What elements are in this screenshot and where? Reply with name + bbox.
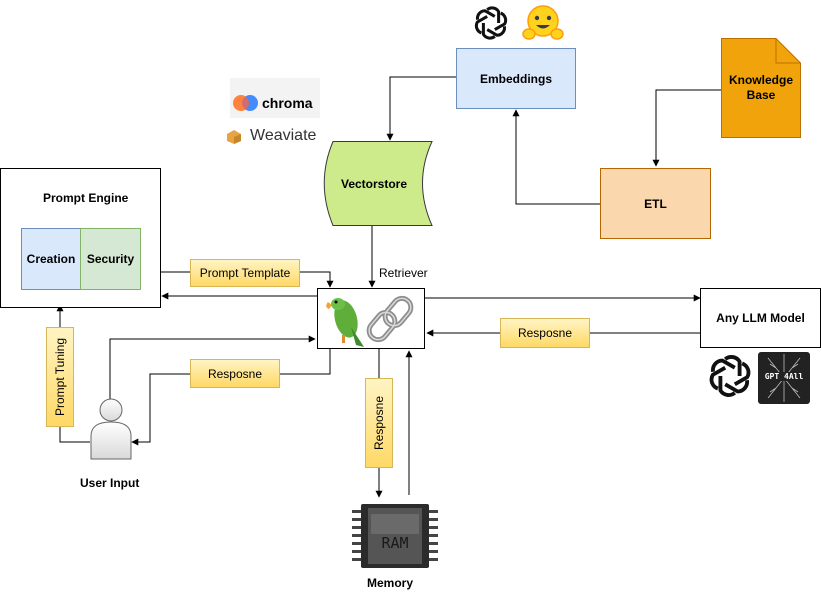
openai-logo-2-icon bbox=[709, 355, 751, 397]
edge-center-user bbox=[131, 349, 331, 446]
user-input-label: User Input bbox=[80, 476, 140, 490]
gpt4all-text: GPT 4All bbox=[758, 372, 810, 381]
memory-node: RAM bbox=[352, 500, 438, 570]
edge-embeddings-vectorstore bbox=[386, 76, 456, 141]
edge-etl-embeddings bbox=[512, 109, 600, 205]
embeddings-node: Embeddings bbox=[456, 48, 576, 109]
langchain-node bbox=[317, 288, 425, 349]
creation-label: Creation bbox=[26, 252, 76, 266]
prompt-template-label: Prompt Template bbox=[190, 259, 300, 287]
vectorstore-shape bbox=[323, 141, 433, 226]
weaviate-text: Weaviate bbox=[250, 127, 317, 144]
memory-label: Memory bbox=[367, 576, 414, 590]
openai-logo-icon bbox=[474, 6, 508, 40]
hugging-face-icon bbox=[522, 5, 564, 40]
retriever-label: Retriever bbox=[379, 266, 428, 280]
vectorstore-label: Vectorstore bbox=[340, 176, 408, 191]
creation-box: Creation bbox=[21, 228, 81, 290]
security-box: Security bbox=[80, 228, 141, 290]
knowledge-base-node: Knowledge Base bbox=[721, 38, 801, 138]
chroma-text: chroma bbox=[262, 95, 313, 111]
prompt-engine-node: Prompt Engine Creation Security bbox=[0, 168, 161, 308]
parrot-chain-icon bbox=[326, 295, 414, 347]
response-llm-label: Resposne bbox=[500, 318, 590, 348]
vectorstore-node: Vectorstore bbox=[315, 141, 433, 226]
document-shape bbox=[721, 38, 801, 138]
knowledge-base-label: Knowledge Base bbox=[728, 73, 793, 102]
security-label: Security bbox=[86, 252, 135, 266]
response-memory-label: Resposne bbox=[365, 378, 393, 468]
chroma-icon bbox=[233, 95, 258, 111]
weaviate-icon bbox=[227, 130, 241, 144]
prompt-tuning-label: Prompt Tuning bbox=[46, 327, 74, 427]
etl-node: ETL bbox=[600, 168, 711, 239]
edge-user-center bbox=[109, 335, 316, 400]
ram-chip-icon bbox=[352, 504, 438, 568]
gpt4all-logo: GPT 4All bbox=[758, 352, 810, 404]
response-user-label: Resposne bbox=[190, 359, 280, 388]
edge-knowledge-etl bbox=[652, 89, 722, 167]
prompt-engine-label: Prompt Engine bbox=[43, 191, 129, 205]
llm-model-node: Any LLM Model bbox=[700, 288, 821, 348]
ram-chip-text: RAM bbox=[381, 534, 409, 552]
etl-label: ETL bbox=[644, 196, 667, 211]
user-actor-icon bbox=[90, 398, 132, 460]
llm-model-label: Any LLM Model bbox=[716, 311, 805, 325]
embeddings-label: Embeddings bbox=[479, 71, 552, 86]
